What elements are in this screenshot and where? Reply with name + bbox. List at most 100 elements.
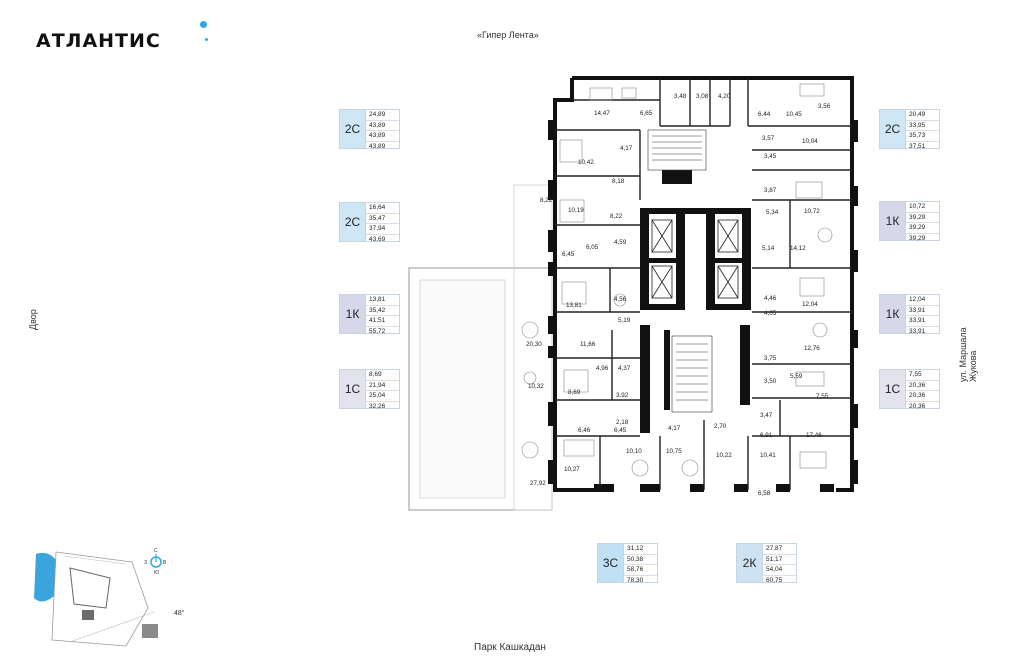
unit-card-2c[interactable]: 2С 16,64 35,47 37,94 43,69 [339, 202, 400, 243]
unit-type: 1С [339, 369, 366, 409]
unit-area: 58,76 [624, 565, 657, 576]
unit-type: 2С [879, 109, 906, 149]
unit-area: 24,89 [366, 110, 399, 121]
unit-area: 60,75 [766, 576, 783, 584]
unit-area: 43,69 [369, 235, 386, 243]
unit-card-1k[interactable]: 1К 12,04 33,91 33,91 33,91 [879, 294, 940, 335]
room-label: 6,91 [760, 432, 773, 439]
unit-card-2c[interactable]: 2С 24,89 43,89 43,89 43,89 [339, 109, 400, 150]
room-label: 7,55 [816, 393, 829, 400]
room-labels: 14,47 6,65 3,48 3,08 4,20 6,44 10,45 3,5… [526, 93, 831, 497]
room-label: 6,65 [640, 110, 653, 117]
unit-area: 27,87 [763, 544, 796, 555]
room-label: 2,70 [714, 423, 727, 430]
room-label: 3,45 [764, 153, 777, 160]
unit-type: 1К [879, 201, 906, 241]
unit-area: 54,04 [763, 565, 796, 576]
outer-walls [553, 76, 854, 492]
room-label: 4,65 [764, 310, 777, 317]
room-label: 4,96 [596, 365, 609, 372]
unit-areas: 20,49 33,95 35,73 37,51 [906, 109, 940, 150]
unit-area: 33,91 [906, 316, 939, 327]
unit-card-2c[interactable]: 2С 20,49 33,95 35,73 37,51 [879, 109, 940, 150]
street-label-top: «Гипер Лента» [477, 30, 539, 40]
room-label: 3,75 [764, 355, 777, 362]
room-label: 4,20 [718, 93, 731, 100]
room-label: 3,92 [616, 392, 629, 399]
building-footprint [69, 567, 111, 609]
unit-area: 25,04 [366, 391, 399, 402]
unit-area: 12,04 [906, 295, 939, 306]
unit-area: 10,72 [906, 202, 939, 213]
unit-area: 20,36 [906, 391, 939, 402]
room-label: 4,59 [614, 239, 627, 246]
unit-type: 1С [879, 369, 906, 409]
compass-south: Ю [154, 570, 159, 576]
wall-blocks [548, 120, 858, 492]
unit-areas: 7,55 20,36 20,36 20,36 [906, 369, 940, 410]
site-boundary [51, 551, 149, 647]
room-label: 10,27 [564, 466, 580, 473]
logo-dot-small [205, 38, 208, 41]
room-label: 2,18 [616, 419, 629, 426]
unit-areas: 24,89 43,89 43,89 43,89 [366, 109, 400, 150]
room-label: 20,30 [526, 341, 542, 348]
unit-type: 2С [339, 202, 366, 242]
unit-area: 8,69 [366, 370, 399, 381]
unit-area: 37,51 [909, 142, 926, 150]
unit-area: 43,89 [366, 131, 399, 142]
unit-type: 3С [597, 543, 624, 583]
compass-west: З [144, 560, 147, 566]
room-label: 14,47 [594, 110, 610, 117]
unit-card-1k[interactable]: 1К 13,81 35,42 41,51 55,72 [339, 294, 400, 335]
furniture [521, 83, 833, 477]
room-label: 5,34 [766, 209, 779, 216]
room-label: 8,22 [610, 213, 623, 220]
section-thumbnail [142, 624, 158, 638]
pond-shape [34, 552, 56, 602]
room-label: 6,44 [758, 111, 771, 118]
unit-area: 20,36 [909, 402, 926, 410]
room-label: 6,45 [562, 251, 575, 258]
unit-area: 35,42 [366, 306, 399, 316]
unit-type: 2С [339, 109, 366, 149]
unit-area: 33,91 [909, 327, 926, 335]
unit-card-1c[interactable]: 1С 7,55 20,36 20,36 20,36 [879, 369, 940, 410]
room-label: 12,76 [804, 345, 820, 352]
unit-card-2k[interactable]: 2К 27,87 51,17 54,04 60,75 [736, 543, 797, 584]
unit-area: 50,38 [624, 555, 657, 565]
unit-card-1c[interactable]: 1С 8,69 21,94 25,04 32,26 [339, 369, 400, 410]
room-label: 6,58 [758, 490, 771, 497]
unit-area: 16,64 [366, 203, 399, 214]
unit-area: 39,29 [906, 213, 939, 223]
unit-type: 1К [879, 294, 906, 334]
unit-type: 1К [339, 294, 366, 334]
room-label: 4,17 [620, 145, 633, 152]
logo-dot [200, 21, 207, 28]
room-label: 10,42 [578, 159, 594, 166]
room-label: 10,19 [568, 207, 584, 214]
unit-card-3c[interactable]: 3С 31,12 50,38 58,76 78,30 [597, 543, 658, 584]
unit-areas: 27,87 51,17 54,04 60,75 [763, 543, 797, 584]
minimap-angle: 48° [174, 610, 185, 617]
room-label: 3,87 [764, 187, 777, 194]
compass-north: С [154, 548, 158, 554]
unit-card-1k[interactable]: 1К 10,72 39,29 39,29 39,29 [879, 201, 940, 242]
elevator-shafts [651, 219, 739, 299]
unit-area: 37,94 [366, 224, 399, 235]
unit-area: 32,26 [369, 402, 386, 410]
room-label: 5,59 [790, 373, 803, 380]
room-label: 5,14 [762, 245, 775, 252]
unit-area: 51,17 [763, 555, 796, 565]
unit-area: 33,91 [906, 306, 939, 316]
room-label: 3,57 [762, 135, 775, 142]
unit-area: 7,55 [906, 370, 939, 381]
unit-area: 21,94 [366, 381, 399, 391]
unit-area: 20,36 [906, 381, 939, 391]
unit-area: 55,72 [369, 327, 386, 335]
unit-area: 33,95 [906, 121, 939, 131]
unit-area: 35,47 [366, 214, 399, 224]
unit-area: 43,89 [369, 142, 386, 150]
street-label-bottom: Парк Кашкадан [474, 642, 546, 653]
